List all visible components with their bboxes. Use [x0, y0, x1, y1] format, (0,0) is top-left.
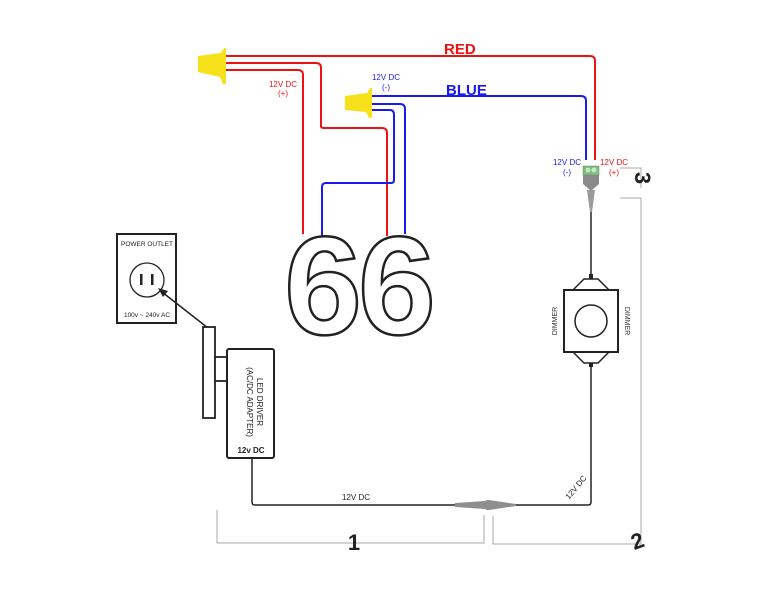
- inline-barrel-connector: [455, 500, 516, 510]
- led-driver-sublabel: (AC/DC ADAPTER): [245, 367, 254, 437]
- dimmer-to-bottom-cable: [515, 366, 592, 506]
- power-outlet-title: POWER OUTLET: [121, 241, 173, 248]
- black-cables: [251, 212, 592, 506]
- step-3-number: 3: [630, 172, 655, 184]
- blue-wires: [321, 95, 587, 238]
- blue-wire-label: BLUE: [446, 82, 487, 99]
- red-wires: [226, 55, 596, 236]
- terminal-pos-polarity-label: (+): [609, 168, 619, 177]
- red-main-wire: [226, 55, 596, 160]
- red-connector-voltage-label: 12V DC: [269, 80, 297, 89]
- led-driver-output-label: 12v DC: [237, 446, 264, 455]
- step-1-bracket: [216, 510, 485, 544]
- terminal-block: [582, 165, 600, 212]
- step-2-number: 2: [627, 527, 647, 555]
- riser-cable-voltage-label: 12V DC: [564, 474, 589, 501]
- step-2-bracket: [492, 197, 642, 545]
- red-wire-label: RED: [444, 41, 476, 58]
- power-outlet-rating: 100v ~ 240v AC: [124, 312, 170, 319]
- power-outlet: [116, 233, 177, 324]
- blue-wire-to-digit-1: [321, 109, 395, 238]
- step-1-number: 1: [348, 530, 360, 555]
- terminal-neg-voltage-label: 12V DC: [553, 158, 581, 167]
- arrow-head-icon: [158, 288, 168, 297]
- red-wire-connector: [198, 48, 226, 84]
- driver-body: [226, 348, 275, 459]
- bottom-cable-voltage-label: 12V DC: [342, 493, 370, 502]
- step-brackets: [216, 167, 642, 545]
- step-3-bracket: [620, 167, 642, 188]
- dimmer-label-left: DIMMER: [552, 307, 559, 335]
- red-wire-to-digit-1: [226, 69, 304, 234]
- blue-connector-polarity-label: (-): [382, 83, 390, 92]
- terminal-neg-polarity-label: (-): [563, 168, 571, 177]
- blue-wire-to-digit-2: [372, 103, 406, 234]
- dimmer-knob: [574, 304, 608, 338]
- red-wire-to-digit-2: [226, 62, 388, 236]
- house-number-sign: 66: [284, 207, 432, 364]
- led-driver: [202, 326, 275, 459]
- red-connector-polarity-label: (+): [278, 89, 288, 98]
- dimmer: [563, 274, 619, 367]
- dimmer-label-right: DIMMER: [623, 307, 630, 335]
- blue-connector-voltage-label: 12V DC: [372, 73, 400, 82]
- blue-wire-connector: [345, 88, 372, 118]
- blue-main-wire: [372, 95, 587, 160]
- driver-plug-prong: [202, 326, 216, 419]
- outlet-socket: [129, 262, 165, 298]
- driver-to-connector-cable: [251, 458, 455, 506]
- terminal-pos-voltage-label: 12V DC: [600, 158, 628, 167]
- plug-arrow: [158, 288, 209, 329]
- led-driver-label: LED DRIVER: [255, 378, 264, 426]
